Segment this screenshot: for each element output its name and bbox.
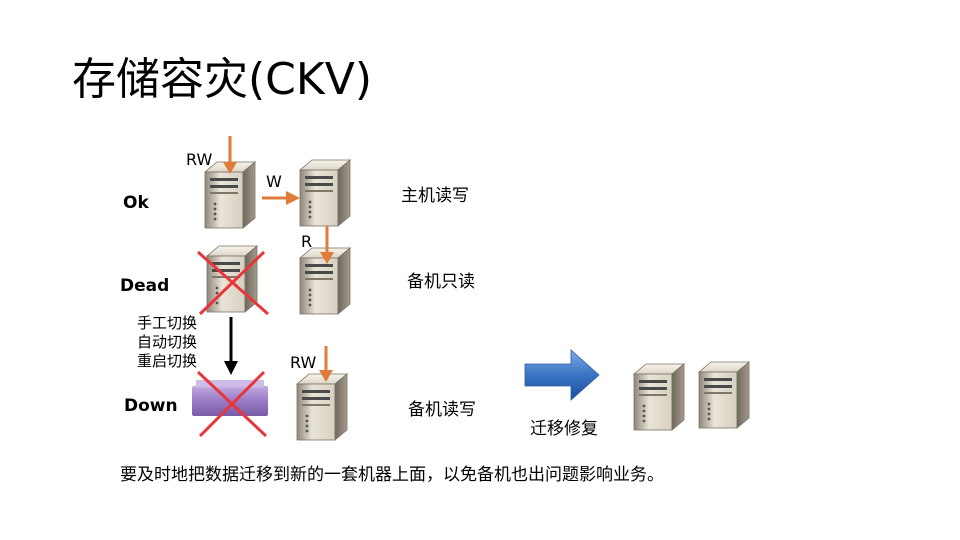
state-dead-label: Dead [120,276,170,296]
migrate-label: 迁移修复 [530,419,598,439]
server-new-2-icon [698,361,750,429]
server-standby-icon [299,159,351,227]
switch-mode-item: 自动切换 [137,333,198,351]
rw-label-top: RW [186,150,213,169]
master-desc: 主机读写 [401,186,469,206]
server-standby-readwrite-icon [296,373,348,441]
r-label: R [301,232,313,251]
switch-mode-item: 重启切换 [137,352,198,370]
migrate-arrow-right-icon [524,349,600,401]
down-cross-icon [196,370,268,438]
switch-mode-item: 手工切换 [137,314,198,332]
standby-readwrite-desc: 备机读写 [408,400,476,420]
r-arrow-down-icon [320,226,334,264]
rw-arrow-down-icon [223,136,237,174]
dead-cross-icon [197,250,269,316]
rw-arrow-down-bottom-icon [319,346,333,382]
server-new-1-icon [633,363,685,431]
state-down-label: Down [124,396,178,416]
page-title: 存储容灾(CKV) [72,54,373,105]
w-arrow-right-icon [262,191,300,205]
rw-label-bottom: RW [290,353,317,372]
footnote: 要及时地把数据迁移到新的一套机器上面，以免备机也出问题影响业务。 [120,465,664,485]
failover-arrow-down-icon [224,317,238,375]
w-label: W [266,172,282,191]
state-ok-label: Ok [123,193,149,213]
switch-mode-list: 手工切换 自动切换 重启切换 [137,314,197,371]
standby-readonly-desc: 备机只读 [407,272,475,292]
